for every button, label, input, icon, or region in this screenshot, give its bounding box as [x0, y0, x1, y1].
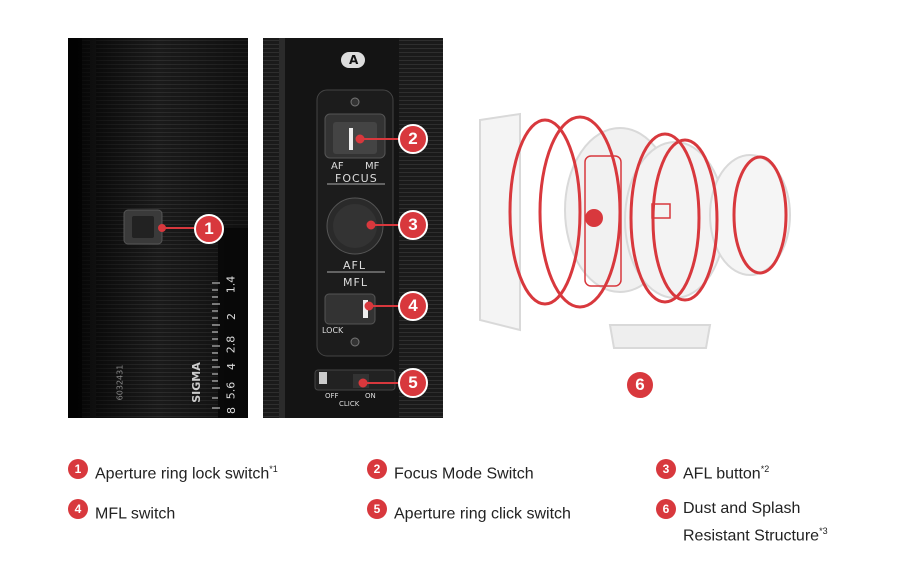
legend-item: 6 Dust and Splash Resistant Structure*3: [656, 499, 828, 547]
aperture-ring-photo: 1.4 2 2.8 4 5.6 8 SIGMA 6032431 1: [68, 38, 248, 418]
lens-seal-diagram: [479, 112, 791, 349]
mode-a-label: A: [349, 53, 359, 67]
brand-mark: SIGMA: [189, 362, 203, 403]
legend-label: Dust and Splash Resistant Structure*3: [683, 500, 828, 545]
legend-number: 1: [68, 459, 88, 479]
focus-label: FOCUS: [335, 172, 378, 185]
mfl-label: MFL: [343, 276, 368, 289]
aperture-mark: 2.8: [224, 335, 238, 354]
off-label: OFF: [325, 392, 339, 400]
switch-panel-photo: A AF MF FOCUS AFL MFL LOCK OFF ON CLICK …: [263, 38, 443, 418]
callout-6: 6: [625, 370, 655, 400]
legend-number: 5: [367, 499, 387, 519]
legend-label: Aperture ring lock switch*1: [95, 464, 278, 483]
mf-label: MF: [365, 161, 380, 172]
callout-4: 4: [398, 291, 428, 321]
legend-item: 5 Aperture ring click switch: [367, 499, 571, 525]
aperture-mark: 8: [225, 407, 238, 414]
legend-label: AFL button*2: [683, 464, 770, 483]
lens-barrel-graphic: [68, 38, 248, 418]
legend-number: 4: [68, 499, 88, 519]
legend-item: 4 MFL switch: [68, 499, 175, 525]
legend-item: 1 Aperture ring lock switch*1: [68, 459, 278, 485]
aperture-mark: 1.4: [224, 275, 238, 294]
callout-1: 1: [194, 214, 224, 244]
legend-number: 2: [367, 459, 387, 479]
legend-item: 3 AFL button*2: [656, 459, 769, 485]
serial-number: 6032431: [115, 364, 125, 401]
on-label: ON: [365, 392, 376, 400]
legend-item: 2 Focus Mode Switch: [367, 459, 534, 485]
callout-2: 2: [398, 124, 428, 154]
callout-5: 5: [398, 368, 428, 398]
aperture-mark: 4: [225, 363, 238, 370]
aperture-mark: 2: [225, 313, 238, 320]
legend-label: Focus Mode Switch: [394, 465, 534, 483]
af-label: AF: [331, 161, 344, 172]
legend-number: 6: [656, 499, 676, 519]
afl-label: AFL: [343, 259, 366, 272]
lock-label: LOCK: [322, 326, 344, 335]
legend-label: Aperture ring click switch: [394, 505, 571, 523]
aperture-mark: 5.6: [224, 381, 238, 400]
callout-3: 3: [398, 210, 428, 240]
legend-number: 3: [656, 459, 676, 479]
legend-label: MFL switch: [95, 505, 176, 523]
click-label: CLICK: [339, 400, 360, 408]
